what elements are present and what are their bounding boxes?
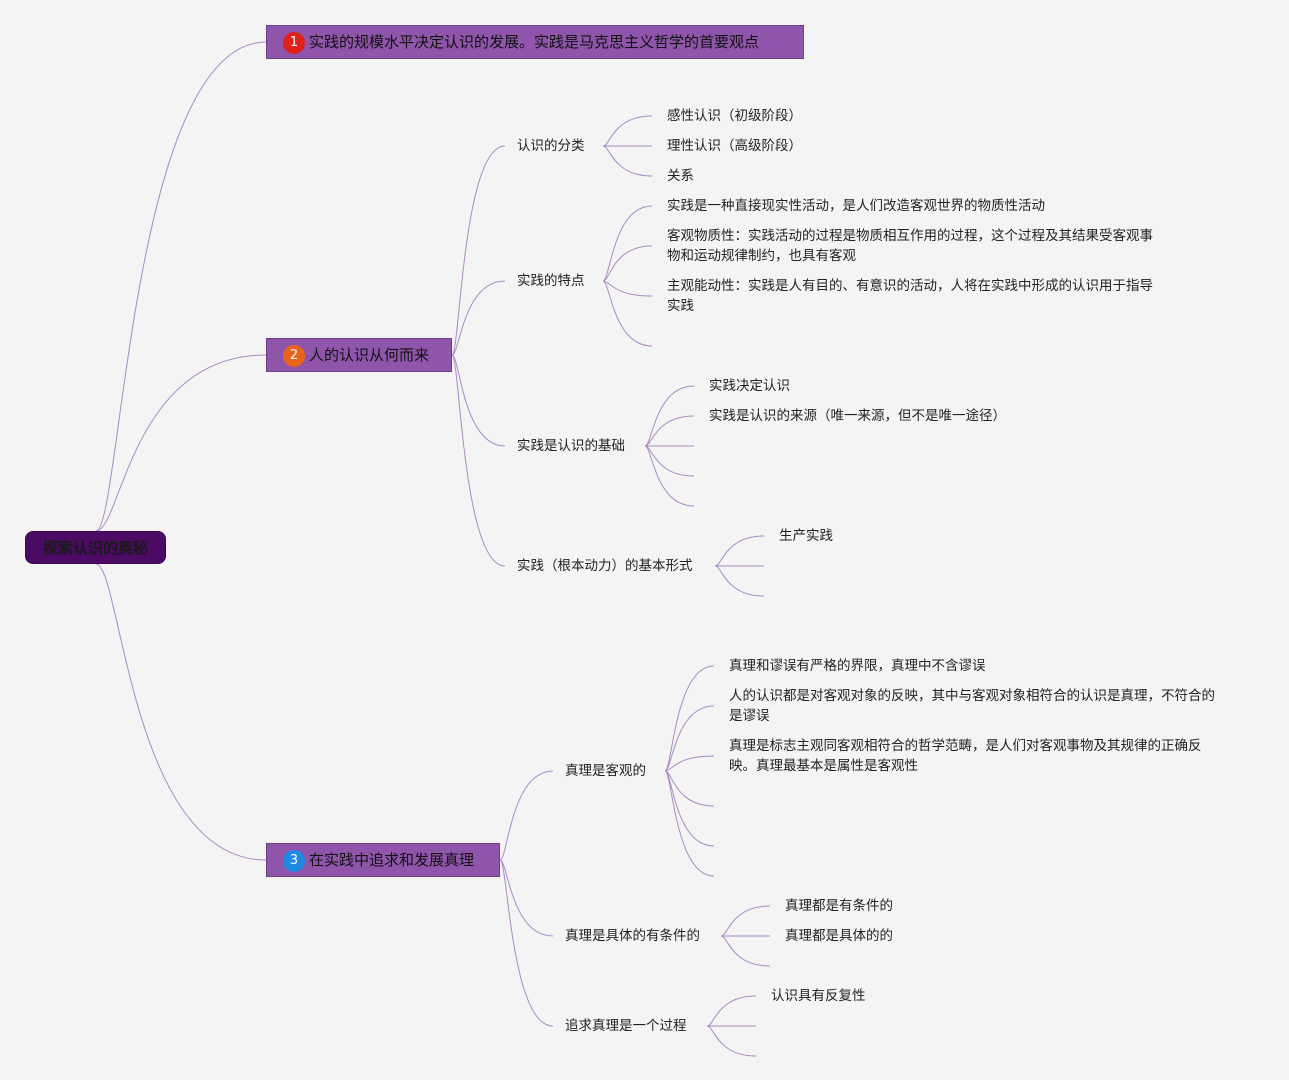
topic-label: 人的认识从何而来 (309, 346, 430, 364)
number-badge-icon: 3 (283, 850, 305, 872)
topic-node-2[interactable]: 2 人的认识从何而来 (266, 338, 452, 372)
connector-subtopic-leaf (706, 1025, 757, 1057)
subtopic-node[interactable]: 真理是客观的 (565, 763, 646, 779)
connector-topic-subtopic (499, 770, 554, 861)
leaf-node[interactable]: 生产实践 (779, 528, 833, 544)
leaf-node[interactable]: 实践决定认识 (709, 378, 790, 394)
connector-subtopic-leaf (664, 665, 715, 772)
connector-subtopic-leaf (602, 280, 653, 297)
leaf-node[interactable]: 关系 (667, 168, 694, 184)
leaf-node[interactable]: 实践是一种直接现实性活动，是人们改造客观世界的物质性活动 (667, 198, 1045, 214)
subtopic-node[interactable]: 实践是认识的基础 (517, 438, 625, 454)
connector-subtopic-leaf (664, 755, 715, 772)
connector-topic-subtopic (451, 354, 506, 447)
connector-subtopic-leaf (644, 415, 695, 447)
leaf-node[interactable]: 真理是标志主观同客观相符合的哲学范畴，是人们对客观事物及其规律的正确反映。真理最… (729, 738, 1202, 774)
topic-node-1[interactable]: 1 实践的规模水平决定认识的发展。实践是马克思主义哲学的首要观点 (266, 25, 804, 59)
subtopic-node[interactable]: 实践的特点 (517, 273, 585, 289)
subtopic-node[interactable]: 真理是具体的有条件的 (565, 928, 700, 944)
leaf-node[interactable]: 理性认识（高级阶段） (667, 138, 802, 154)
connector-subtopic-leaf (664, 770, 715, 807)
connector-subtopic-leaf (602, 205, 653, 282)
connector-topic-subtopic (451, 280, 506, 356)
connector-subtopic-leaf (720, 905, 771, 937)
leaf-node[interactable]: 客观物质性：实践活动的过程是物质相互作用的过程，这个过程及其结果受客观事物和运动… (667, 228, 1153, 264)
leaf-node[interactable]: 感性认识（初级阶段） (667, 108, 802, 124)
subtopic-node[interactable]: 认识的分类 (517, 138, 585, 154)
connector-subtopic-leaf (664, 770, 715, 847)
connector-subtopic-leaf (714, 565, 765, 597)
connector-subtopic-leaf (602, 145, 653, 177)
leaf-node[interactable]: 真理都是具体的的 (785, 928, 893, 944)
subtopic-node[interactable]: 追求真理是一个过程 (565, 1018, 687, 1034)
topic-label: 在实践中追求和发展真理 (309, 851, 475, 869)
number-badge-icon: 2 (283, 345, 305, 367)
connector-root-topic (95, 563, 267, 861)
connector-subtopic-leaf (720, 935, 771, 967)
connector-topic-subtopic (451, 145, 506, 356)
leaf-node[interactable]: 真理和谬误有严格的界限，真理中不含谬误 (729, 658, 986, 674)
leaf-node[interactable]: 真理都是有条件的 (785, 898, 893, 914)
leaf-node[interactable]: 认识具有反复性 (771, 988, 866, 1004)
connector-subtopic-leaf (644, 445, 695, 507)
connector-subtopic-leaf (644, 385, 695, 447)
connector-topic-subtopic (499, 859, 554, 937)
topic-label: 实践的规模水平决定认识的发展。实践是马克思主义哲学的首要观点 (309, 33, 760, 51)
connector-subtopic-leaf (714, 535, 765, 567)
connector-subtopic-leaf (664, 770, 715, 877)
root-node[interactable]: 探索认识的奥秘 (25, 531, 166, 564)
connector-subtopic-leaf (706, 995, 757, 1027)
leaf-node[interactable]: 实践是认识的来源（唯一来源，但不是唯一途径） (709, 408, 1006, 424)
topic-node-3[interactable]: 3 在实践中追求和发展真理 (266, 843, 500, 877)
connector-subtopic-leaf (602, 115, 653, 147)
connector-subtopic-leaf (602, 245, 653, 282)
connector-root-topic (95, 41, 267, 532)
connector-topic-subtopic (499, 859, 554, 1027)
leaf-node[interactable]: 人的认识都是对客观对象的反映，其中与客观对象相符合的认识是真理，不符合的是谬误 (729, 688, 1215, 724)
connector-root-topic (95, 354, 267, 532)
subtopic-node[interactable]: 实践（根本动力）的基本形式 (517, 558, 693, 574)
number-badge-icon: 1 (283, 32, 305, 54)
connector-topic-subtopic (451, 354, 506, 567)
connector-subtopic-leaf (664, 705, 715, 772)
leaf-node[interactable]: 主观能动性：实践是人有目的、有意识的活动，人将在实践中形成的认识用于指导实践 (667, 278, 1153, 314)
connector-subtopic-leaf (602, 280, 653, 347)
